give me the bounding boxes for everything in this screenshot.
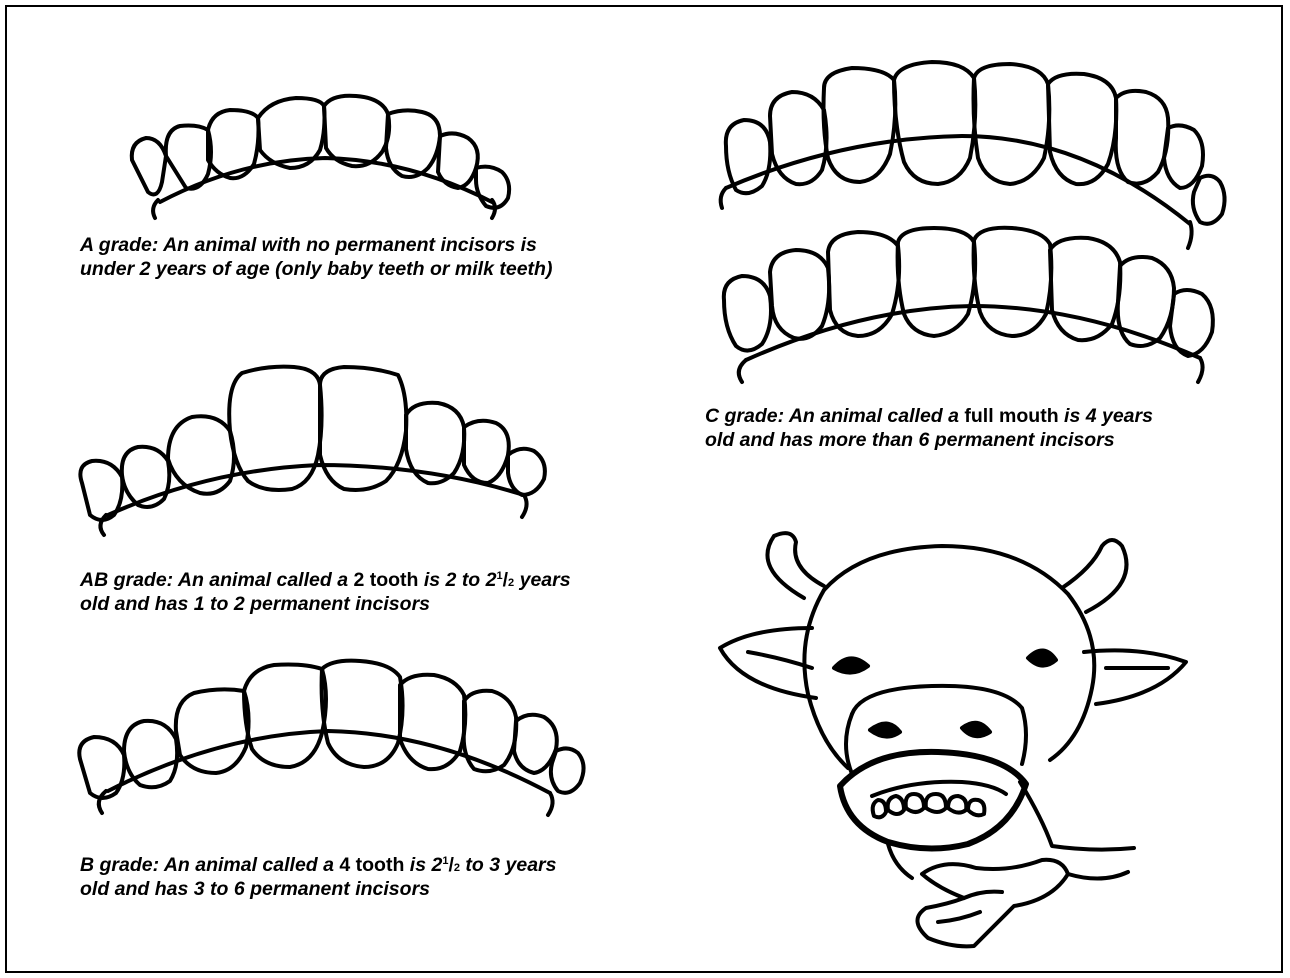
right-eye: [1028, 650, 1056, 665]
hand: [917, 860, 1068, 947]
b-grade-lead: An animal called a: [164, 854, 334, 876]
mouth-outline: [840, 752, 1026, 849]
c-grade-lead: An animal called a: [789, 405, 959, 427]
head-outline: [824, 546, 1094, 760]
right-ear: [1084, 650, 1186, 704]
ab-grade-caption: AB grade: An animal called a 2 tooth is …: [80, 568, 580, 616]
a-grade-caption: A grade: An animal with no permanent inc…: [80, 233, 580, 281]
b-grade-caption: B grade: An animal called a 4 tooth is 2…: [80, 853, 580, 901]
ab-grade-teeth-illustration: [68, 365, 568, 545]
a-grade-teeth-illustration: [120, 90, 530, 230]
cow-head-illustration: [712, 528, 1192, 968]
c-grade-lower-teeth-illustration: [712, 222, 1232, 392]
c-grade-caption: C grade: An animal called a full mouth i…: [705, 404, 1185, 452]
ab-grade-frac-den: 2: [508, 577, 514, 589]
b-grade-teeth-illustration: [68, 655, 588, 825]
left-horn: [767, 533, 824, 598]
left-nostril: [870, 723, 900, 736]
ab-grade-label: AB grade:: [80, 569, 173, 591]
ab-grade-term: 2 tooth: [353, 569, 418, 591]
a-grade-label: A grade:: [80, 234, 158, 256]
ab-grade-mid: is 2 to 2: [424, 569, 497, 591]
b-grade-label: B grade:: [80, 854, 159, 876]
b-grade-mid: is 2: [410, 854, 443, 876]
b-grade-frac-den: 2: [454, 862, 460, 874]
c-grade-term: full mouth: [964, 405, 1058, 427]
cow-teeth: [873, 794, 985, 817]
left-eye: [834, 658, 868, 672]
ab-grade-lead: An animal called a: [178, 569, 348, 591]
right-nostril: [962, 723, 990, 736]
b-grade-term: 4 tooth: [339, 854, 404, 876]
c-grade-label: C grade:: [705, 405, 784, 427]
